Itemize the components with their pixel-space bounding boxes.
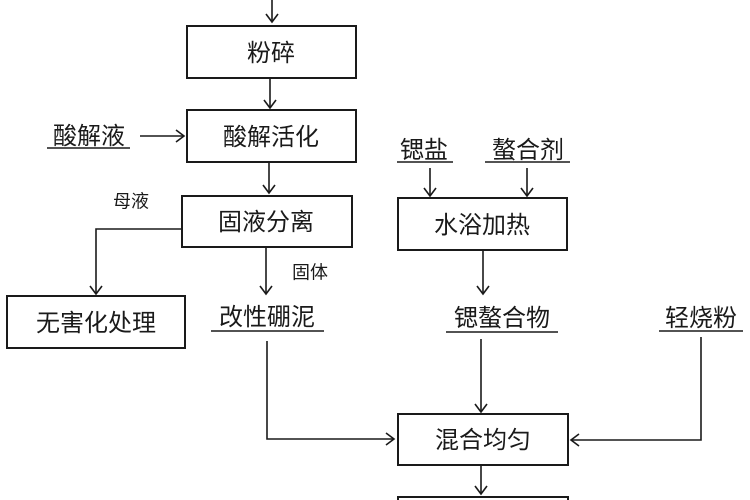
arrow-strontium-salt-to-heating [423, 168, 437, 198]
edge-label-solid: 固体 [292, 263, 328, 284]
node-harmless-label: 无害化处理 [36, 309, 156, 337]
node-crush-label: 粉碎 [247, 39, 295, 67]
node-separation-label: 固液分离 [218, 208, 314, 236]
node-acid-activation-label: 酸解活化 [223, 123, 319, 151]
material-acid-solution: 酸解液 [53, 122, 125, 150]
node-mix-label: 混合均匀 [435, 426, 531, 454]
node-water-bath-label: 水浴加热 [434, 211, 530, 239]
material-strontium-salt: 锶盐 [400, 136, 448, 164]
material-modified-boron-mud: 改性硼泥 [219, 303, 315, 331]
material-strontium-chelate: 锶螯合物 [454, 304, 550, 332]
node-acid-activation: 酸解活化 [186, 109, 357, 163]
edge-label-mother-liquor: 母液 [113, 192, 149, 213]
arrow-activation-to-separation [262, 162, 276, 195]
arrow-mix-to-next [474, 465, 488, 496]
arrow-crush-to-acid-activation [263, 78, 277, 110]
arrow-chelating-agent-to-heating [520, 168, 534, 198]
arrow-heating-to-chelate [476, 250, 490, 296]
node-harmless-treatment: 无害化处理 [6, 295, 186, 349]
arrow-light-powder-to-mix [569, 337, 702, 447]
node-next-step-partial [397, 496, 569, 500]
node-water-bath-heating: 水浴加热 [397, 197, 568, 251]
arrow-input-to-crush [265, 0, 279, 24]
arrow-acid-solution-to-activation [140, 129, 186, 143]
arrow-separation-to-boron-mud [259, 247, 273, 296]
material-light-burned-powder: 轻烧粉 [665, 304, 737, 332]
node-crush: 粉碎 [186, 25, 357, 79]
arrow-chelate-to-mix [474, 339, 488, 414]
arrow-boron-mud-to-mix [266, 341, 396, 446]
node-mix-evenly: 混合均匀 [397, 413, 569, 466]
node-solid-liquid-separation: 固液分离 [181, 195, 353, 248]
arrow-separation-to-harmless [89, 228, 182, 296]
material-chelating-agent: 螯合剂 [492, 136, 564, 164]
